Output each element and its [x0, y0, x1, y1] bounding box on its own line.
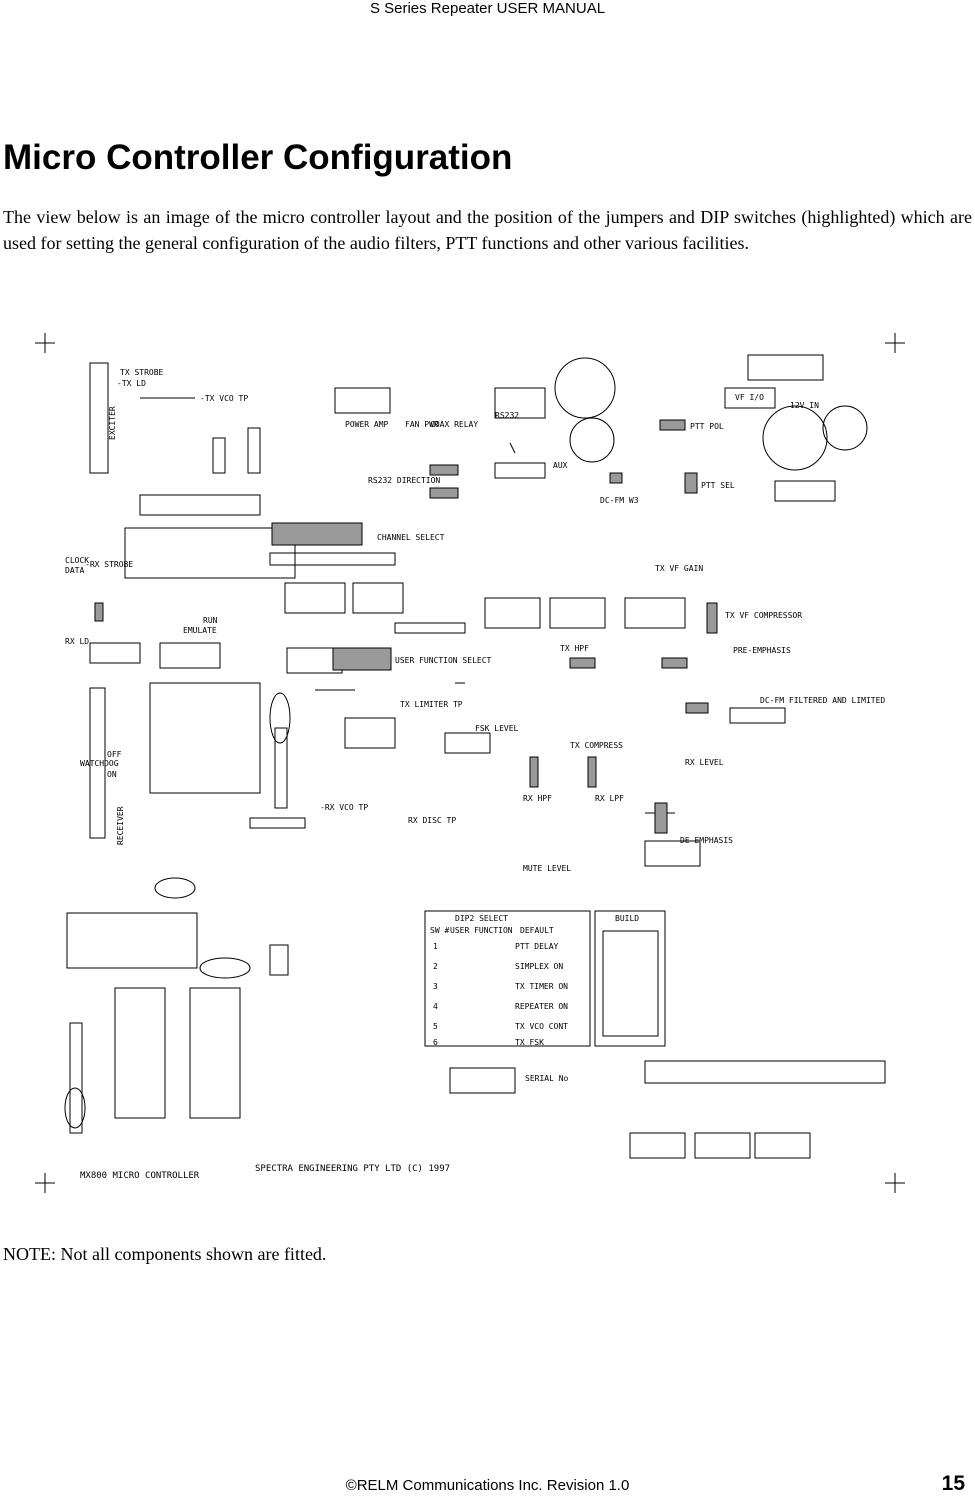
dip2-row-1-sw: 1	[433, 942, 438, 951]
dip2-row-3-function: TX TIMER ON	[515, 982, 568, 991]
label-rx-ld: RX LD	[65, 637, 89, 646]
label-clock: CLOCK	[65, 556, 89, 565]
dip2-row-6-sw: 6	[433, 1038, 438, 1047]
micro-controller-layout-diagram: TX STROBE -TX LD -TX VCO TP EXCITER POWE…	[35, 333, 905, 1193]
label-rs232: RS232	[495, 411, 519, 420]
label-watchdog: WATCHDOG	[80, 759, 119, 768]
label-tx-ld: -TX LD	[117, 379, 146, 388]
label-user-function-select: USER FUNCTION SELECT	[395, 656, 492, 665]
label-tx-hpf: TX HPF	[560, 644, 589, 653]
label-channel-select: CHANNEL SELECT	[377, 533, 445, 542]
label-aux: AUX	[553, 461, 568, 470]
label-tx-vco-tp: -TX VCO TP	[200, 394, 248, 403]
label-data: DATA	[65, 566, 84, 575]
label-tx-vf-compressor: TX VF COMPRESSOR	[725, 611, 802, 620]
page-number: 15	[941, 1472, 965, 1495]
label-on: ON	[107, 770, 117, 779]
label-run: RUN	[203, 616, 218, 625]
dip2-row-5-sw: 5	[433, 1022, 438, 1031]
label-dc-fm-filtered: DC-FM FILTERED AND LIMITED	[760, 696, 885, 705]
label-de-emphasis: DE-EMPHASIS	[680, 836, 733, 845]
dip2-row-2-sw: 2	[433, 962, 438, 971]
dip2-row-4-function: REPEATER ON	[515, 1002, 568, 1011]
label-emulate: EMULATE	[183, 626, 217, 635]
label-off: OFF	[107, 750, 122, 759]
label-rx-disc-tp: RX DISC TP	[408, 816, 456, 825]
label-serial-no: SERIAL No	[525, 1074, 569, 1083]
label-pre-emphasis: PRE-EMPHASIS	[733, 646, 791, 655]
label-tx-compress: TX COMPRESS	[570, 741, 623, 750]
label-exciter: EXCITER	[108, 406, 117, 440]
label-fsk-level: FSK LEVEL	[475, 724, 519, 733]
dip2-header-default: DEFAULT	[520, 926, 554, 935]
dip2-select-table: DIP2 SELECT SW # USER FUNCTION DEFAULT 1…	[430, 914, 568, 1047]
dip2-title: DIP2 SELECT	[455, 914, 508, 923]
label-fan-pwr: FAN PWR	[405, 420, 439, 429]
dip2-row-6-function: TX FSK	[515, 1038, 544, 1047]
intro-paragraph: The view below is an image of the micro …	[3, 207, 972, 253]
label-mute-level: MUTE LEVEL	[523, 864, 571, 873]
label-rx-strobe: -RX STROBE	[85, 560, 133, 569]
label-maker: SPECTRA ENGINEERING PTY LTD (C) 1997	[255, 1164, 450, 1174]
running-header: S Series Repeater USER MANUAL	[369, 0, 606, 17]
label-rs232-direction: RS232 DIRECTION	[368, 476, 440, 485]
label-mx800: MX800 MICRO CONTROLLER	[80, 1171, 200, 1181]
section-title: Micro Controller Configuration	[3, 138, 513, 177]
dip2-row-4-sw: 4	[433, 1002, 438, 1011]
dip2-header-sw: SW #	[430, 926, 449, 935]
label-ptt-pol: PTT POL	[690, 422, 724, 431]
label-tx-limiter-tp: TX LIMITER TP	[400, 700, 463, 709]
dip2-row-2-function: SIMPLEX ON	[515, 962, 563, 971]
label-rx-level: RX LEVEL	[685, 758, 724, 767]
dip2-header-function: USER FUNCTION	[450, 926, 513, 935]
label-vf-io: VF I/O	[735, 393, 764, 402]
label-rx-lpf: RX LPF	[595, 794, 624, 803]
label-tx-vf-gain: TX VF GAIN	[655, 564, 703, 573]
label-ptt-sel: PTT SEL	[701, 481, 735, 490]
label-rx-vco-tp: -RX VCO TP	[320, 803, 368, 812]
dip2-row-3-sw: 3	[433, 982, 438, 991]
label-dc-fm-w3: DC-FM W3	[600, 496, 639, 505]
dip2-row-5-function: TX VCO CONT	[515, 1022, 568, 1031]
label-build: BUILD	[615, 914, 639, 923]
label-rx-hpf: RX HPF	[523, 794, 552, 803]
label-power-amp: POWER AMP	[345, 420, 389, 429]
label-12v-in: 12V IN	[790, 401, 819, 410]
note-text: NOTE: Not all components shown are fitte…	[3, 1244, 327, 1264]
label-tx-strobe: TX STROBE	[120, 368, 164, 377]
label-receiver: RECEIVER	[116, 806, 125, 845]
footer-copyright: ©RELM Communications Inc. Revision 1.0	[345, 1477, 630, 1494]
label-coax-relay: COAX RELAY	[430, 420, 478, 429]
dip2-row-1-function: PTT DELAY	[515, 942, 559, 951]
